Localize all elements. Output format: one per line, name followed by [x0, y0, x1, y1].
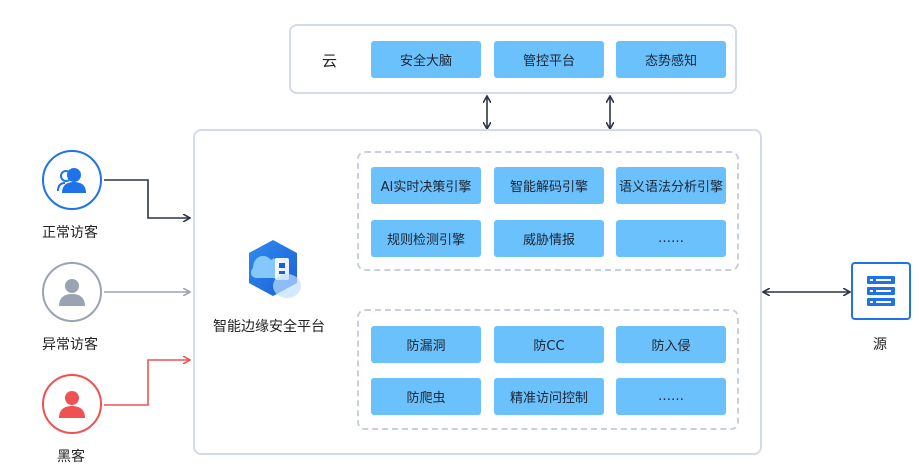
engine-semantic-analysis: 语义语法分析引擎 [616, 167, 726, 204]
abnormal-visitor-label: 异常访客 [42, 337, 98, 353]
protection-cc: 防CC [494, 326, 604, 363]
hacker-label: 黑客 [57, 449, 85, 465]
cloud-item-situation-awareness: 态势感知 [616, 41, 726, 78]
engine-rule-detection: 规则检测引擎 [371, 220, 481, 257]
engine-smart-decoding: 智能解码引擎 [494, 167, 604, 204]
hacker-icon [59, 391, 85, 418]
protection-vulnerability: 防漏洞 [371, 326, 481, 363]
origin-server [851, 262, 911, 320]
server-icon [867, 276, 895, 306]
engine-threat-intel: 威胁情报 [494, 220, 604, 257]
origin-label: 源 [873, 337, 887, 353]
normal-visitor-connector [104, 179, 189, 218]
engine-ai-decision: AI实时决策引擎 [371, 167, 481, 204]
protection-access-control: 精准访问控制 [494, 378, 604, 415]
user-group-icon [57, 168, 86, 193]
cloud-label: 云 [322, 52, 338, 70]
cloud-item-security-brain: 安全大脑 [371, 41, 481, 78]
shield-logo-icon [249, 240, 301, 298]
normal-visitor [42, 150, 102, 210]
edge-platform-logo [245, 238, 309, 304]
protection-crawler: 防爬虫 [371, 378, 481, 415]
hacker [42, 374, 102, 434]
engines-group [357, 151, 739, 271]
edge-platform-label: 智能边缘安全平台 [213, 319, 325, 335]
user-icon [59, 279, 85, 306]
engine-more: …… [616, 220, 726, 257]
protection-intrusion: 防入侵 [616, 326, 726, 363]
normal-visitor-label: 正常访客 [42, 225, 98, 241]
protections-group [357, 309, 739, 430]
protection-more: …… [616, 378, 726, 415]
cloud-item-control-platform: 管控平台 [494, 41, 604, 78]
hacker-connector [104, 360, 189, 406]
abnormal-visitor [42, 262, 102, 322]
